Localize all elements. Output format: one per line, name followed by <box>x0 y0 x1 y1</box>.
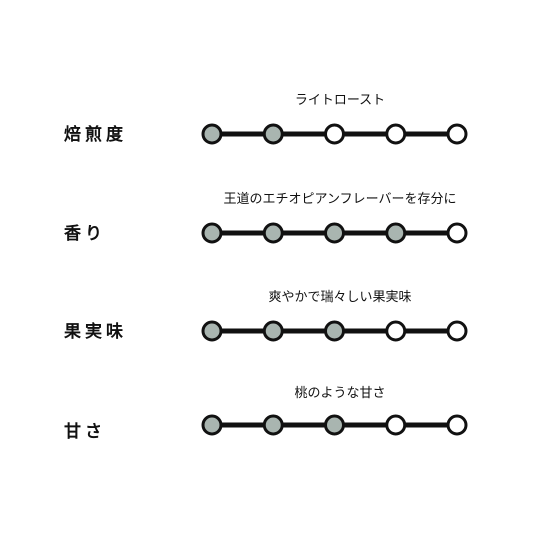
level-dot-empty <box>385 123 407 145</box>
level-dot-filled <box>201 123 223 145</box>
row-description: 桃のような甘さ <box>294 386 386 401</box>
row-description: 爽やかで瑞々しい果実味 <box>268 290 412 305</box>
level-dot-filled <box>324 320 345 342</box>
row-aroma: 王道のエチオピアンフレーバーを存分に 香り <box>0 188 533 248</box>
level-dot-filled <box>262 320 284 342</box>
level-dot-empty <box>385 414 407 436</box>
level-dot-empty <box>446 222 468 244</box>
level-dot-filled <box>201 320 223 342</box>
row-sweetness: 桃のような甘さ 甘さ <box>0 384 533 444</box>
level-dot-filled <box>324 222 345 244</box>
level-dot-filled <box>201 414 223 436</box>
row-description: ライトロースト <box>294 93 386 108</box>
level-dot-filled <box>201 222 223 244</box>
level-dot-empty <box>324 123 345 145</box>
level-dot-filled <box>324 414 345 436</box>
level-dot-empty <box>446 123 468 145</box>
level-scale <box>201 414 468 436</box>
row-label: 果実味 <box>64 322 127 342</box>
row-description: 王道のエチオピアンフレーバーを存分に <box>223 192 457 207</box>
level-dot-empty <box>385 320 407 342</box>
level-scale <box>201 123 468 145</box>
row-fruitiness: 爽やかで瑞々しい果実味 果実味 <box>0 288 533 348</box>
level-dot-empty <box>446 414 468 436</box>
row-roast: ライトロースト 焙煎度 <box>0 90 533 150</box>
row-label: 香り <box>64 224 106 244</box>
level-dot-empty <box>446 320 468 342</box>
row-label: 甘さ <box>64 422 106 442</box>
level-scale <box>201 222 468 244</box>
row-label: 焙煎度 <box>64 125 127 145</box>
level-dot-filled <box>262 414 284 436</box>
level-dot-filled <box>262 123 284 145</box>
level-scale <box>201 320 468 342</box>
level-dot-filled <box>262 222 284 244</box>
level-dot-filled <box>385 222 407 244</box>
